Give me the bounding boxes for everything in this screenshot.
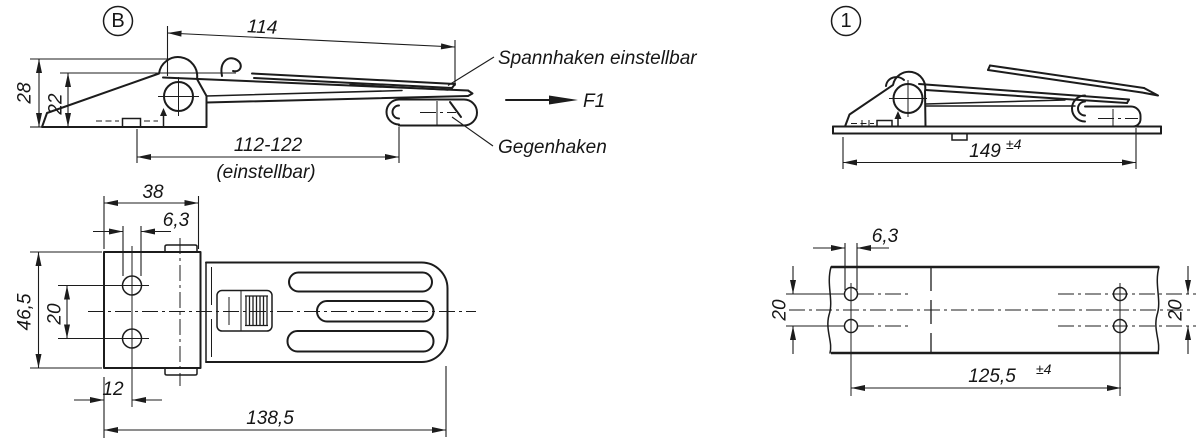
latch-top-art xyxy=(88,238,476,407)
callout-counterhook-leader xyxy=(451,116,494,147)
view-1-label-circle: 1 xyxy=(830,5,862,37)
view-b-label-circle: B xyxy=(102,5,134,37)
spann-hook-wire xyxy=(220,57,242,77)
lever-tip xyxy=(467,89,474,97)
dim-22-label: 22 xyxy=(46,93,67,116)
dim-149-label: 149 xyxy=(969,141,1001,162)
bracket-outline-closed xyxy=(844,70,927,128)
dim-20l-label: 20 xyxy=(770,299,791,322)
strap-slot-bottom xyxy=(286,330,435,353)
dim-63r-label: 6,3 xyxy=(872,226,899,247)
lever-low-closed xyxy=(924,89,1128,104)
detail-label-b: B xyxy=(111,10,124,32)
hinge-knuckle-top xyxy=(164,244,198,253)
dim-114-line xyxy=(167,30,456,50)
detail-label-1: 1 xyxy=(840,10,851,32)
latch-side-open-art xyxy=(41,56,478,128)
mount-plate xyxy=(103,251,202,369)
lever-bottom-edge xyxy=(205,95,469,104)
hook-curl-inner xyxy=(1077,100,1086,117)
hook-tip-bump xyxy=(885,76,905,87)
lever-tip-cap xyxy=(1126,98,1130,104)
strap-top-edge xyxy=(251,72,456,85)
dim-1255-group: 125,5 ±4 xyxy=(851,361,1121,391)
dim-149-group: 149 ±4 xyxy=(842,128,1137,169)
dim-1255-label: 125,5 xyxy=(968,366,1016,387)
lever-inner-diag xyxy=(924,99,1066,105)
dim-38-group: 38 xyxy=(103,182,200,249)
hook-curl-outer xyxy=(1071,94,1086,123)
dim-20r-label: 20 xyxy=(1166,299,1187,322)
counterhook-curl-outer xyxy=(385,98,400,126)
counterhook-tab xyxy=(449,101,462,118)
strap-right-tip xyxy=(1141,87,1159,97)
plate-break-right xyxy=(1155,266,1160,354)
latch-side-closed-art xyxy=(832,64,1162,141)
spring-housing xyxy=(216,289,273,332)
dim-1255-tol: ±4 xyxy=(1036,361,1052,377)
strap-inner-line xyxy=(349,83,449,91)
view-b-side: B xyxy=(15,5,697,183)
dim-465-label: 46,5 xyxy=(15,293,36,330)
plate-break-left xyxy=(827,266,832,354)
dim-112-note: (einstellbar) xyxy=(216,162,315,183)
callout-hook-label: Spannhaken einstellbar xyxy=(498,48,697,69)
dim-12-label: 12 xyxy=(102,379,124,400)
detail-circle-1 xyxy=(830,5,862,37)
lever-inner-edge xyxy=(205,89,403,97)
callout-counterhook-label: Gegenhaken xyxy=(498,137,607,158)
counterhook-closed xyxy=(1084,105,1142,128)
strap-top-closed xyxy=(987,69,1143,94)
strap-upper-closed xyxy=(989,64,1145,89)
dim-63-left-group: 6,3 xyxy=(93,210,190,276)
dim-28-label: 28 xyxy=(15,82,36,105)
force-label: F1 xyxy=(583,91,605,112)
bracket-notch-closed xyxy=(876,119,893,128)
dim-149-tol: ±4 xyxy=(1006,136,1022,152)
dim-112-122-group: 112-122 (einstellbar) xyxy=(136,127,400,183)
callouts-group: Spannhaken einstellbar F1 Gegenhaken xyxy=(447,48,697,158)
dim-1385-label: 138,5 xyxy=(246,408,294,429)
strap-body xyxy=(205,261,449,364)
detail-circle-b xyxy=(102,5,134,37)
dim-38-label: 38 xyxy=(142,182,164,203)
force-arrow-head xyxy=(549,95,578,105)
dim-114-group: 114 xyxy=(166,16,456,86)
base-strip-notch xyxy=(951,132,968,141)
dim-465-group: 46,5 xyxy=(15,251,102,369)
dim-1385-group: 138,5 xyxy=(104,366,447,437)
counterhook-body xyxy=(398,98,478,127)
dim-63-right-group: 6,3 xyxy=(813,226,899,290)
dim-28-22-group: 28 22 xyxy=(15,58,236,128)
view-b-top: 38 6,3 46,5 20 12 xyxy=(15,182,476,438)
dim-20-label: 20 xyxy=(45,303,66,326)
bracket-marker-arrow xyxy=(160,108,167,116)
strap-left-cap xyxy=(987,64,991,71)
dim-112-label: 112-122 xyxy=(234,135,303,156)
view-1-top: 6,3 20 20 125,5 ±4 xyxy=(770,226,1196,396)
dim-20-plate-right-group: 20 xyxy=(1166,266,1191,354)
dim-114-label: 114 xyxy=(247,16,278,38)
bracket-slot-notch xyxy=(121,117,142,128)
lever-top-closed xyxy=(918,83,1130,101)
strap-bottom-edge xyxy=(253,77,453,89)
marker-arrow-closed xyxy=(894,111,902,119)
counterhook-curl-inner xyxy=(391,104,400,120)
hinge-knuckle-bottom xyxy=(164,367,198,376)
view-1-side: 1 xyxy=(830,5,1162,169)
base-plate-art xyxy=(786,265,1196,396)
callout-hook-leader xyxy=(447,56,495,86)
dim-20-left-view-group: 20 xyxy=(45,284,149,340)
dim-20-plate-left-group: 20 xyxy=(770,266,796,354)
strap-slot-top xyxy=(288,271,433,293)
dim-12-group: 12 xyxy=(74,377,162,438)
dim-63-label: 6,3 xyxy=(163,210,190,231)
latch-bracket-outline xyxy=(41,56,208,128)
